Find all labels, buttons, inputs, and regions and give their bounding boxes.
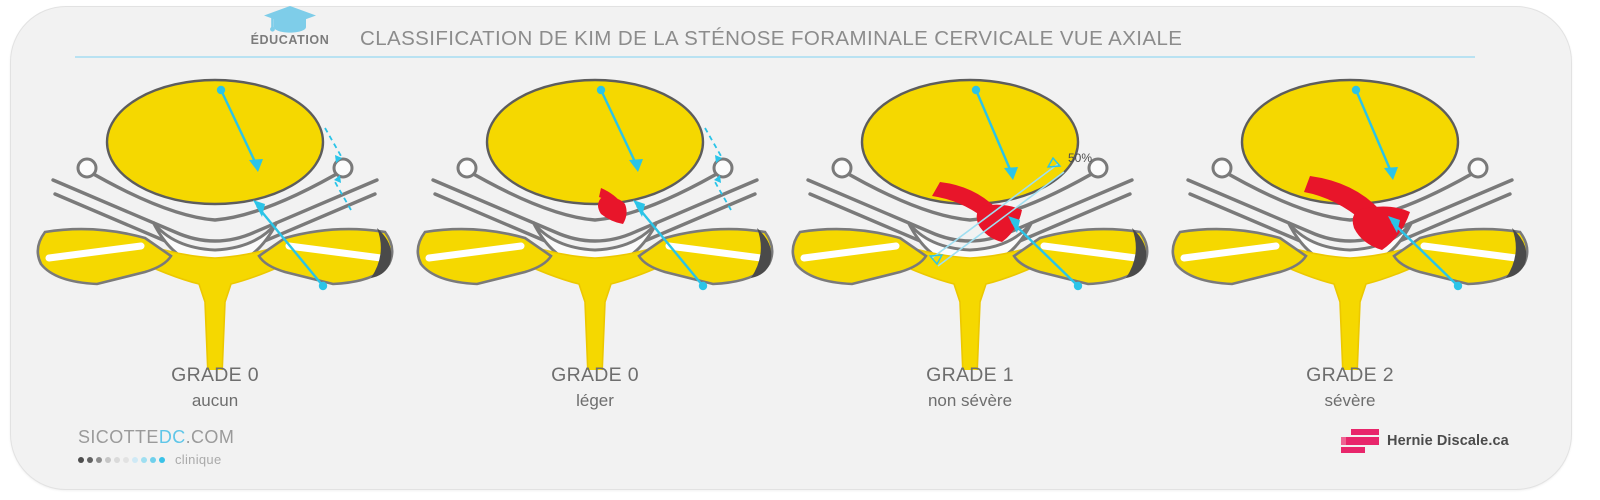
page-title: CLASSIFICATION DE KIM DE LA STÉNOSE FORA…: [360, 27, 1183, 50]
vertebra-axial-illustration: [1171, 78, 1529, 370]
leader-vertebral-body: [1351, 85, 1398, 180]
grade-label: GRADE 0: [551, 364, 639, 386]
foramen-stripe-right: [1420, 242, 1520, 262]
panel-caption: GRADE 2 sévère: [1160, 362, 1540, 412]
transverse-process-left: [36, 227, 173, 286]
brand-part-1: SICOTTE: [78, 427, 159, 447]
leader-vertebral-body: [216, 85, 263, 172]
transverse-foramen-left: [76, 157, 98, 179]
brand-tagline: clinique: [175, 452, 222, 467]
process-tip-right: [371, 228, 392, 278]
transverse-foramen-left: [1211, 157, 1233, 179]
transverse-process-right: [1012, 227, 1149, 286]
panel-grade-0-leger: GRADE 0 léger: [405, 70, 785, 420]
measure-label: 50%: [1068, 151, 1092, 165]
transverse-process-right: [1392, 227, 1529, 286]
transverse-process-left: [416, 227, 553, 286]
brand-dot: [132, 456, 138, 463]
brand-dot: [123, 456, 129, 463]
education-badge: ÉDUCATION: [240, 4, 340, 47]
grade-subtitle: aucun: [191, 390, 239, 410]
panel-caption: GRADE 0 léger: [405, 362, 785, 412]
panel-caption: GRADE 0 aucun: [25, 362, 405, 412]
leader-uncovertebral-joint: [633, 200, 708, 291]
osteophyte-lesion: [932, 182, 1022, 242]
transverse-process-right: [257, 227, 394, 286]
brand-dot: [78, 456, 84, 463]
foramen-stripe-left: [425, 242, 525, 262]
vertebra-axial-illustration: 50%: [791, 78, 1149, 370]
grade-label: GRADE 2: [1306, 364, 1394, 386]
foramen-stripe-left: [45, 242, 145, 262]
brand-dot: [105, 456, 111, 463]
foramen-stripe-left: [1180, 242, 1280, 262]
leader-uncovertebral-joint: [1008, 216, 1083, 291]
transverse-foramen-right: [1087, 157, 1109, 179]
grade-subtitle: léger: [576, 390, 614, 410]
sicotte-brand[interactable]: SICOTTEDC.COM clinique: [78, 428, 234, 467]
graduation-cap-icon: [264, 6, 316, 33]
panel-caption: GRADE 1 non sévère: [780, 362, 1160, 412]
vertebral-body: [1240, 78, 1460, 206]
transverse-process-right: [637, 227, 774, 286]
brand-part-3: .COM: [185, 427, 235, 447]
grade-subtitle: sévère: [1324, 390, 1376, 410]
leader-vertebral-body: [971, 85, 1018, 180]
education-label: ÉDUCATION: [250, 33, 330, 47]
hernie-discale-brand[interactable]: Hernie Discale.ca: [1341, 428, 1509, 454]
brand-dot: [87, 456, 93, 463]
osteophyte-lesion: [598, 188, 627, 224]
hernie-discale-label: Hernie Discale.ca: [1387, 433, 1509, 449]
transverse-process-left: [1171, 227, 1308, 286]
brand-dot: [96, 456, 102, 463]
foramen-open-arrows: [324, 127, 352, 211]
panel-grade-1-non-severe: 50% GRADE 1 non sévère: [780, 70, 1160, 420]
vertebral-body: [105, 78, 325, 206]
foramen-stripe-left: [800, 242, 900, 262]
brand-dot: [150, 456, 156, 463]
brand-dot: [159, 456, 165, 463]
transverse-foramen-right: [1467, 157, 1489, 179]
process-tip-right: [1506, 228, 1527, 278]
grade-label: GRADE 0: [171, 364, 259, 386]
brand-dot: [141, 456, 147, 463]
foramen-stripe-right: [285, 242, 385, 262]
transverse-foramen-left: [456, 157, 478, 179]
stacked-discs-logo-icon: [1341, 428, 1379, 454]
brand-dot-row: clinique: [78, 452, 234, 467]
osteophyte-lesion: [1304, 176, 1410, 250]
foramen-stripe-right: [1040, 242, 1140, 262]
grade-subtitle: non sévère: [927, 390, 1013, 410]
vertebra-axial-illustration: [416, 78, 774, 370]
title-divider: [75, 56, 1475, 58]
foramen-stripe-right: [665, 242, 765, 262]
vertebral-body: [485, 78, 705, 206]
grade-label: GRADE 1: [926, 364, 1014, 386]
vertebra-axial-illustration: [36, 78, 394, 370]
brand-dot: [114, 456, 120, 463]
leader-uncovertebral-joint: [1388, 216, 1463, 291]
process-tip-right: [751, 228, 772, 278]
transverse-foramen-left: [831, 157, 853, 179]
leader-vertebral-body: [596, 85, 643, 172]
transverse-foramen-right: [332, 157, 354, 179]
measurement-line: 50%: [928, 151, 1092, 267]
brand-part-2: DC: [158, 427, 186, 447]
panel-grade-2-severe: GRADE 2 sévère: [1160, 70, 1540, 420]
process-tip-right: [1126, 228, 1147, 278]
leader-uncovertebral-joint: [253, 200, 328, 291]
transverse-process-left: [791, 227, 928, 286]
sicotte-wordmark: SICOTTEDC.COM: [78, 428, 234, 446]
foramen-open-arrows: [704, 127, 732, 211]
panel-grade-0-aucun: GRADE 0 aucun: [25, 70, 405, 420]
transverse-foramen-right: [712, 157, 734, 179]
